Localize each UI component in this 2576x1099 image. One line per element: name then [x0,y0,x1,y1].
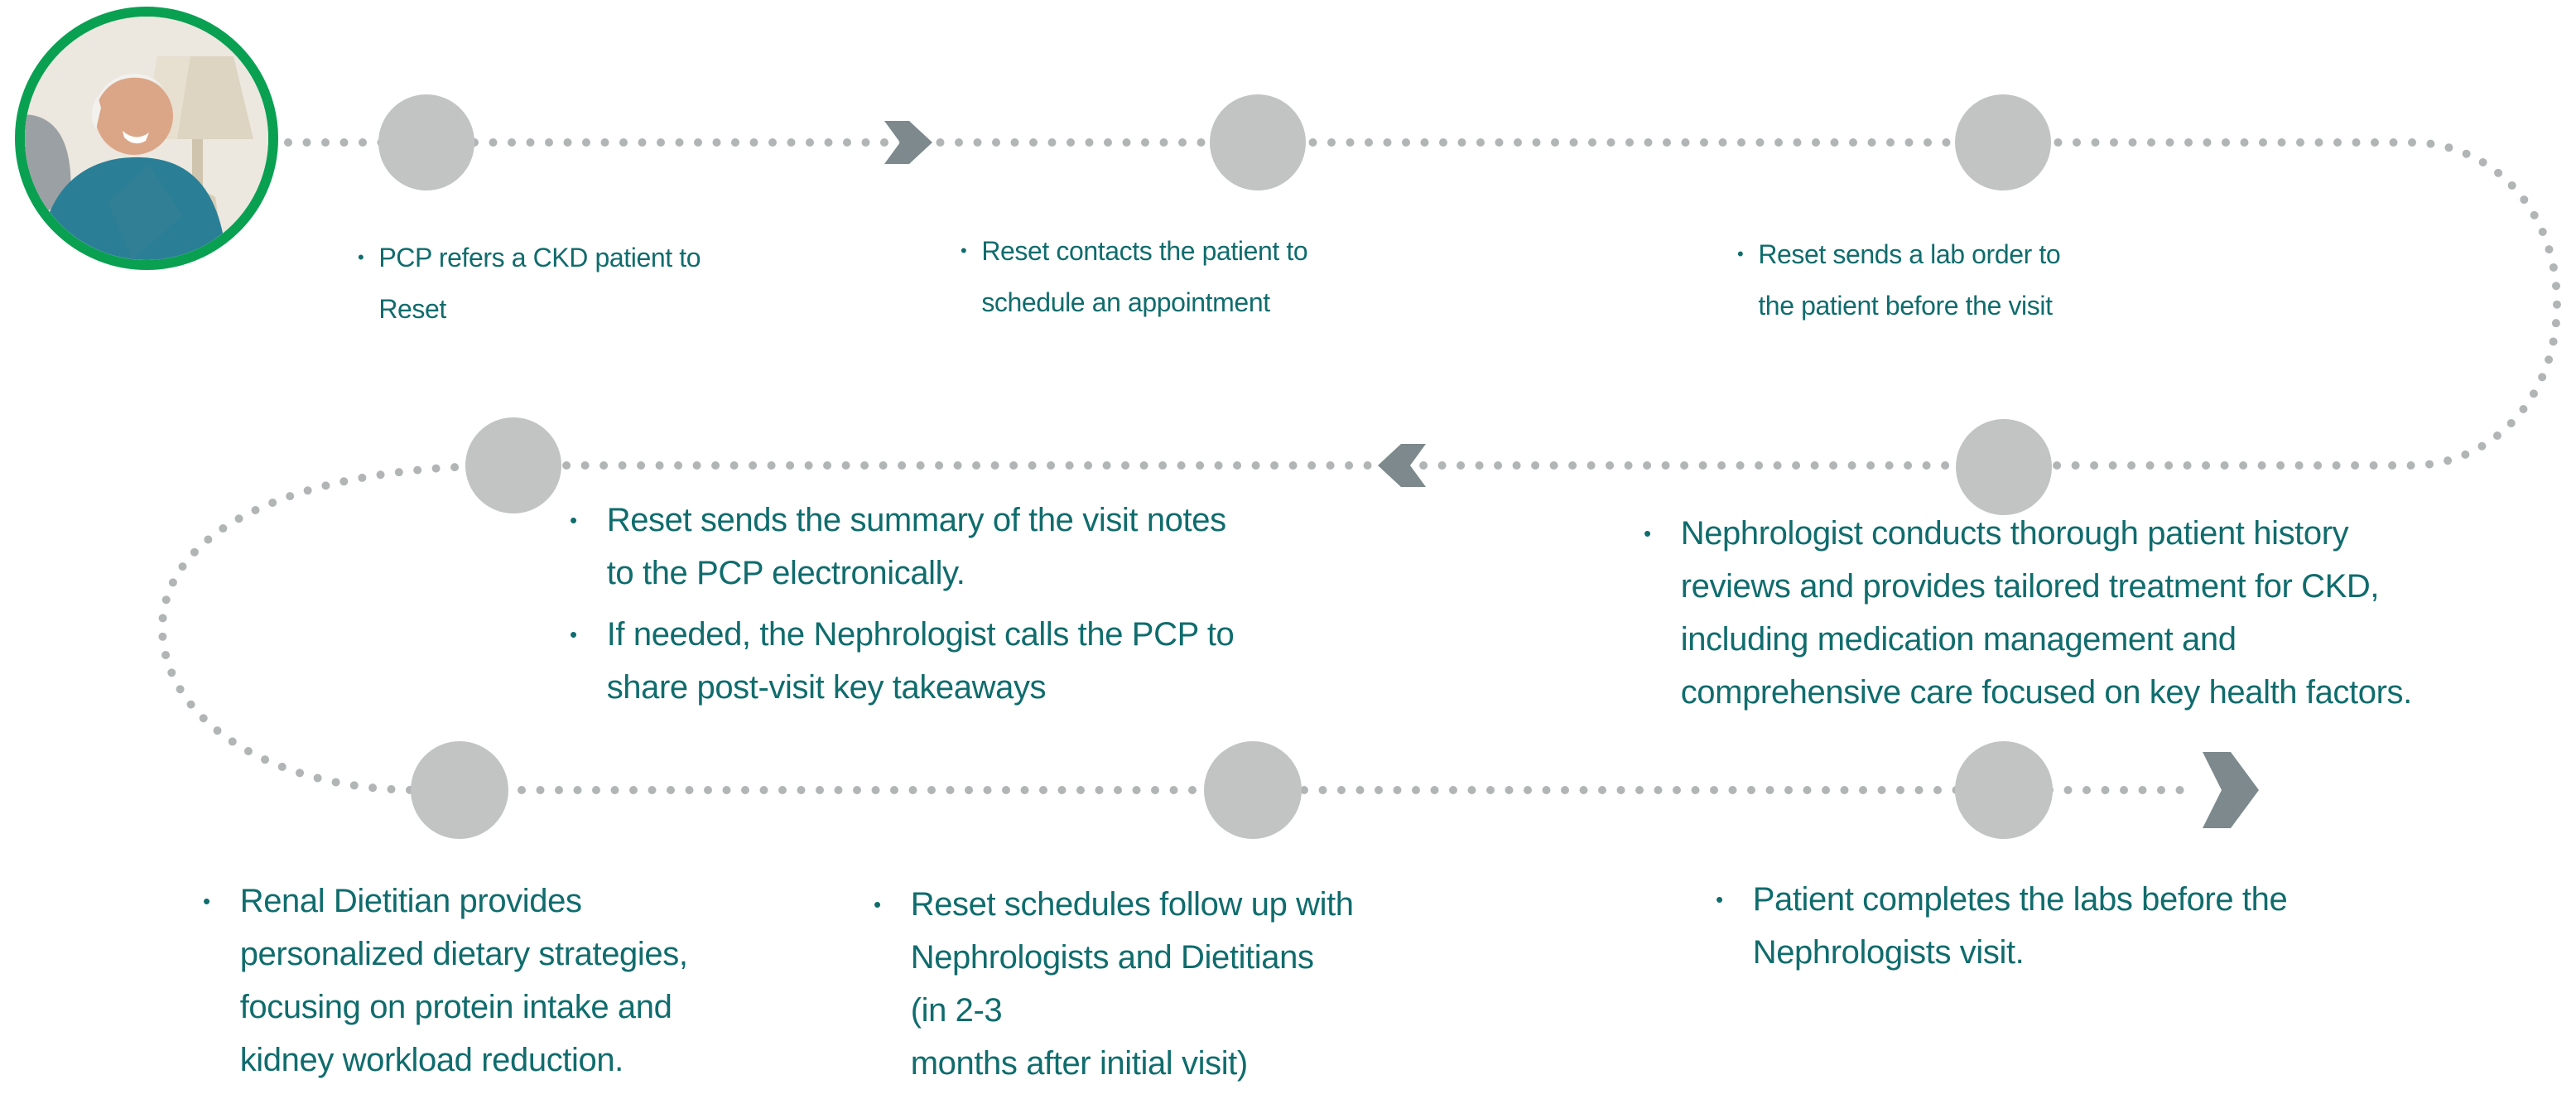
arrow-right-end-icon [2203,752,2259,828]
step-5-bullet-1: • Reset sends the summary of the visit n… [570,494,1226,600]
patient-photo [15,7,278,270]
bullet-icon: • [1716,887,1723,912]
step-5-lines-2: If needed, the Nephrologist calls the PC… [606,616,1235,706]
step-7-text: • Reset schedules follow up with Nephrol… [874,878,1354,1090]
step-node-5 [465,417,561,513]
step-4-text: • Nephrologist conducts thorough patient… [1644,507,2576,719]
step-2-text: • Reset contacts the patient to schedule… [961,225,1350,328]
step-node-1 [378,94,474,190]
step-node-7 [1204,741,1302,839]
step-8-lines: Patient completes the labs before the Ne… [1752,881,2288,971]
step-2-lines: Reset contacts the patient to schedule a… [981,236,1308,317]
step-3-lines: Reset sends a lab order to the patient b… [1758,239,2061,321]
bullet-icon: • [874,892,881,917]
dotted-connector-path [157,138,2562,794]
bullet-icon: • [1644,521,1651,546]
step-1-text: • PCP refers a CKD patient to Reset [358,232,747,335]
bullet-icon: • [1737,243,1744,264]
bullet-icon: • [961,240,967,261]
step-node-2 [1210,94,1306,190]
step-6-text: • Renal Dietitian provides personalized … [203,875,716,1087]
step-7-lines: Reset schedules follow up with Nephrolog… [910,886,1354,1082]
step-5-text: • Reset sends the summary of the visit n… [570,494,1530,714]
arrow-left-icon [1378,444,1426,487]
step-node-6 [411,741,508,839]
arrow-right-icon [884,121,932,164]
step-6-lines: Renal Dietitian provides personalized di… [239,883,688,1078]
step-5-lines-1: Reset sends the summary of the visit not… [606,502,1226,591]
patient-photo-illustration [25,17,268,260]
step-1-lines: PCP refers a CKD patient to Reset [378,243,701,324]
step-node-4 [1956,419,2052,515]
bullet-icon: • [570,622,577,647]
bullet-icon: • [570,508,577,533]
step-node-8 [1955,741,2053,839]
step-4-lines: Nephrologist conducts thorough patient h… [1680,515,2413,711]
photo-person [40,74,227,260]
step-3-text: • Reset sends a lab order to the patient… [1737,229,2135,331]
step-5-bullet-2: • If needed, the Nephrologist calls the … [570,608,1235,714]
step-node-3 [1955,94,2051,190]
bullet-icon: • [203,889,210,913]
bullet-icon: • [358,247,364,268]
step-8-text: • Patient completes the labs before the … [1716,873,2494,979]
